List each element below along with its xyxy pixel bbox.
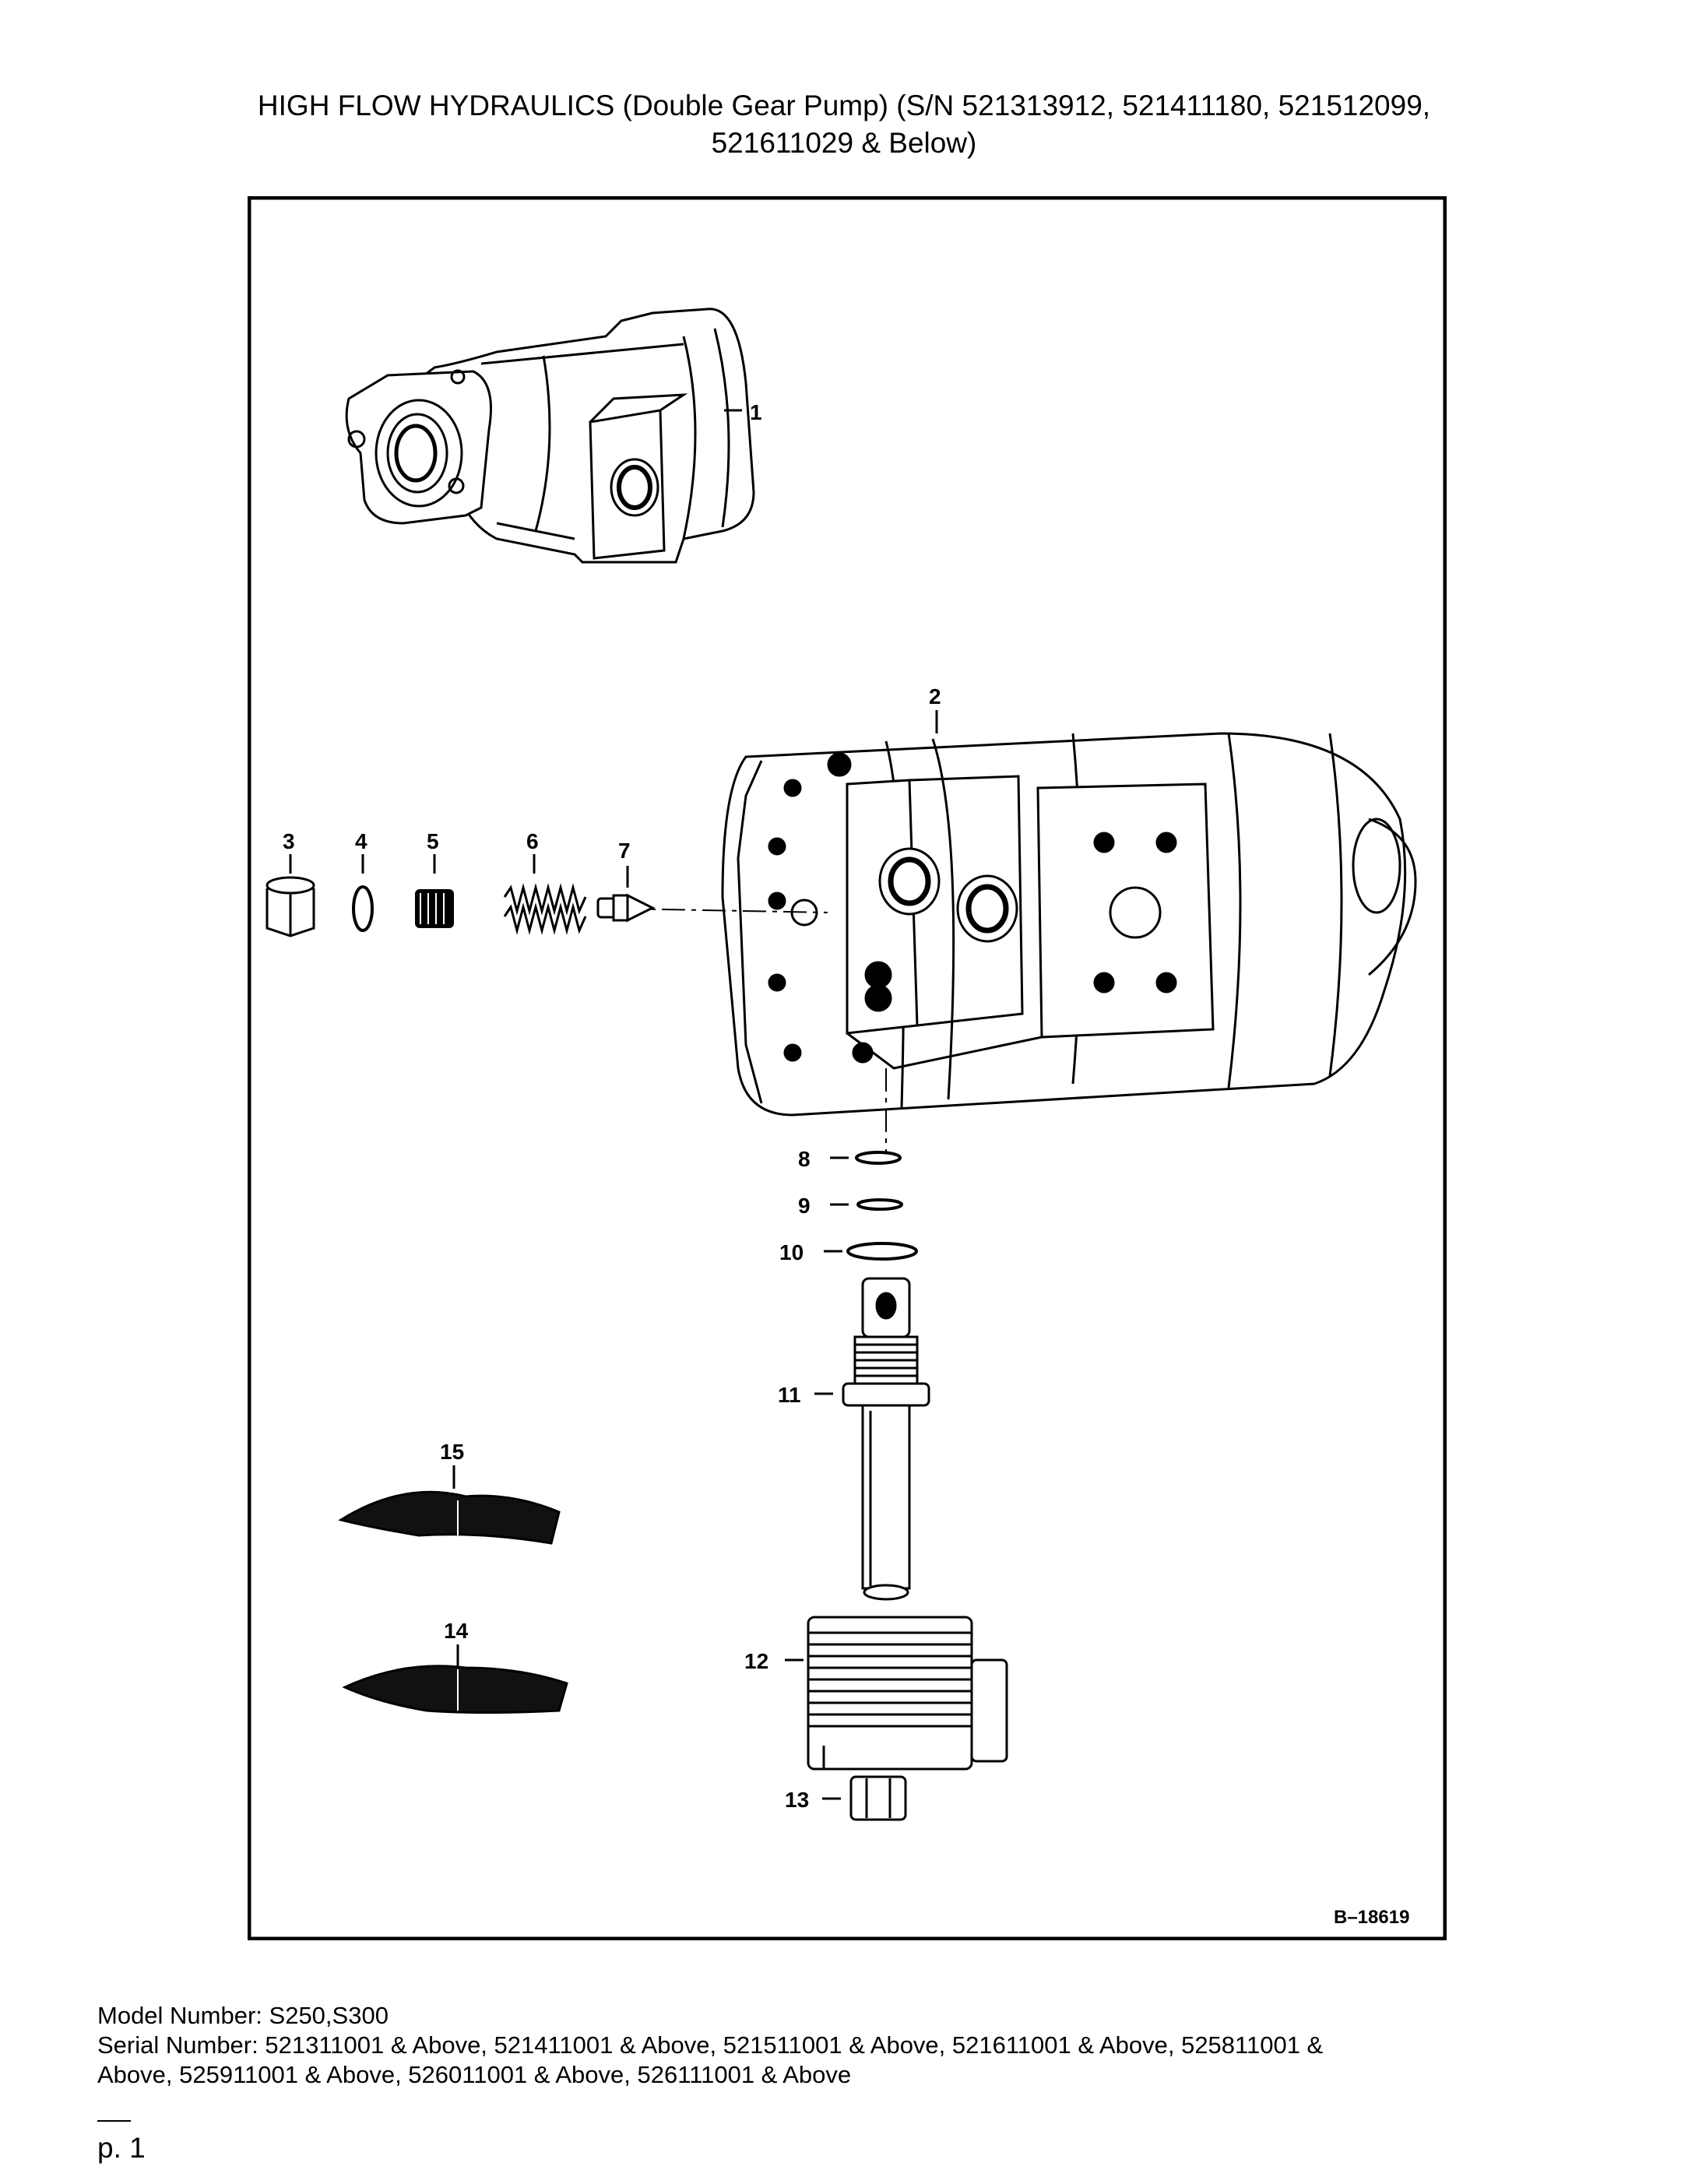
page-number: p. 1 — [97, 2132, 146, 2164]
title-line-2: 521611029 & Below) — [711, 127, 977, 159]
ring-8 — [855, 1151, 902, 1165]
page-footer: Model Number: S250,S300 Serial Number: 5… — [97, 2001, 1639, 2090]
solenoid-coil-12 — [807, 1616, 1008, 1771]
spring-6 — [503, 883, 587, 935]
nut-3 — [266, 876, 315, 937]
callout-11: 11 — [778, 1383, 801, 1407]
ring-9 — [856, 1198, 903, 1211]
serial-number-line-1: Serial Number: 521311001 & Above, 521411… — [97, 2031, 1324, 2059]
callout-6: 6 — [526, 829, 539, 853]
figure-id: B–18619 — [1334, 1907, 1409, 1928]
diagram-frame — [248, 196, 1447, 1940]
nut-13 — [849, 1775, 907, 1821]
callout-12: 12 — [744, 1649, 768, 1673]
cartridge-valve-11 — [842, 1277, 930, 1601]
serial-number-line-2: Above, 525911001 & Above, 526011001 & Ab… — [97, 2061, 852, 2088]
callout-13: 13 — [785, 1788, 809, 1812]
callout-8: 8 — [798, 1147, 811, 1171]
model-number: Model Number: S250,S300 — [97, 2002, 389, 2029]
title-line-1: HIGH FLOW HYDRAULICS (Double Gear Pump) … — [257, 90, 1431, 121]
decal-15 — [338, 1490, 561, 1545]
callout-1: 1 — [750, 400, 762, 424]
plug-5 — [415, 889, 454, 928]
callout-7: 7 — [618, 839, 631, 863]
callout-4: 4 — [355, 829, 367, 853]
page-title: HIGH FLOW HYDRAULICS (Double Gear Pump) … — [0, 87, 1688, 162]
pump-body-2 — [721, 732, 1417, 1117]
callout-15: 15 — [440, 1440, 464, 1464]
footer-divider — [97, 2120, 131, 2122]
callout-9: 9 — [798, 1194, 811, 1218]
callout-10: 10 — [779, 1240, 804, 1264]
decal-14 — [342, 1665, 568, 1714]
pump-assembly-1 — [345, 308, 755, 564]
poppet-7 — [596, 893, 656, 923]
parts-diagram: 1 2 — [248, 196, 1447, 1940]
callout-2: 2 — [929, 684, 941, 709]
callout-14: 14 — [444, 1619, 469, 1643]
callout-5: 5 — [427, 829, 439, 853]
callout-3: 3 — [283, 829, 295, 853]
ring-10 — [846, 1242, 918, 1261]
o-ring-4 — [352, 885, 374, 932]
